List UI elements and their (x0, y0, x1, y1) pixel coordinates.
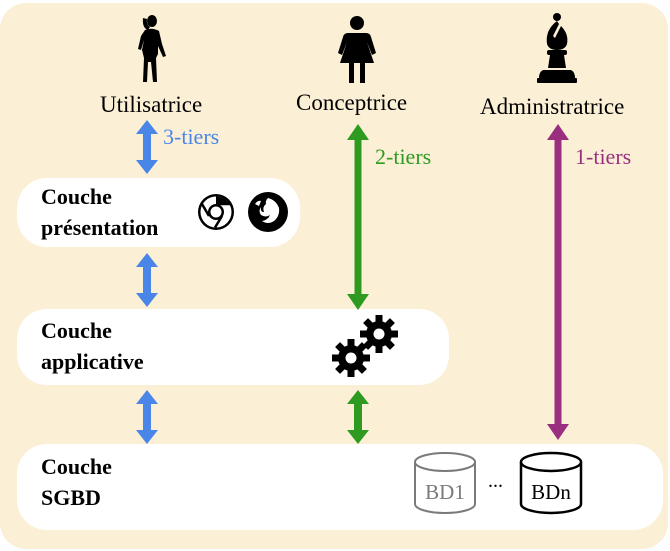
two-tiers-label: 2-tiers (375, 144, 432, 169)
database-bdn: BDn (519, 451, 583, 515)
database-bdn-label: BDn (531, 480, 571, 504)
woman-pictogram-icon (338, 16, 376, 83)
three-tiers-arrow-top (136, 120, 158, 174)
designer-role-label: Conceptrice (296, 90, 408, 115)
chess-bishop-icon (537, 13, 577, 83)
presentation-layer-label: Couche présentation (41, 181, 158, 243)
application-layer-line2: applicative (41, 349, 144, 374)
dbms-layer-label: Couche SGBD (41, 451, 112, 513)
firefox-icon (248, 192, 288, 232)
two-tiers-arrow-top (347, 124, 369, 310)
three-tiers-arrow-bottom (136, 390, 158, 444)
three-tiers-arrow-middle (136, 253, 158, 307)
database-bd1-label: BD1 (425, 480, 465, 504)
presentation-layer-line2: présentation (41, 215, 159, 240)
presentation-layer-line1: Couche (41, 184, 112, 209)
two-tiers-arrow-bottom (347, 390, 369, 444)
three-tiers-label: 3-tiers (163, 124, 220, 149)
one-tiers-label: 1-tiers (575, 144, 632, 169)
admin-role-label: Administratrice (480, 94, 625, 119)
chrome-icon (198, 194, 234, 230)
database-ellipsis: ... (488, 470, 503, 492)
one-tiers-arrow (547, 124, 569, 440)
gears-icon (332, 315, 398, 377)
application-layer-line1: Couche (41, 318, 112, 343)
application-layer-label: Couche applicative (41, 315, 144, 377)
dbms-layer-line2: SGBD (41, 485, 101, 510)
user-role-label: Utilisatrice (100, 92, 203, 117)
woman-silhouette-icon (138, 15, 166, 82)
dbms-layer-line1: Couche (41, 454, 112, 479)
database-bd1: BD1 (414, 452, 476, 514)
